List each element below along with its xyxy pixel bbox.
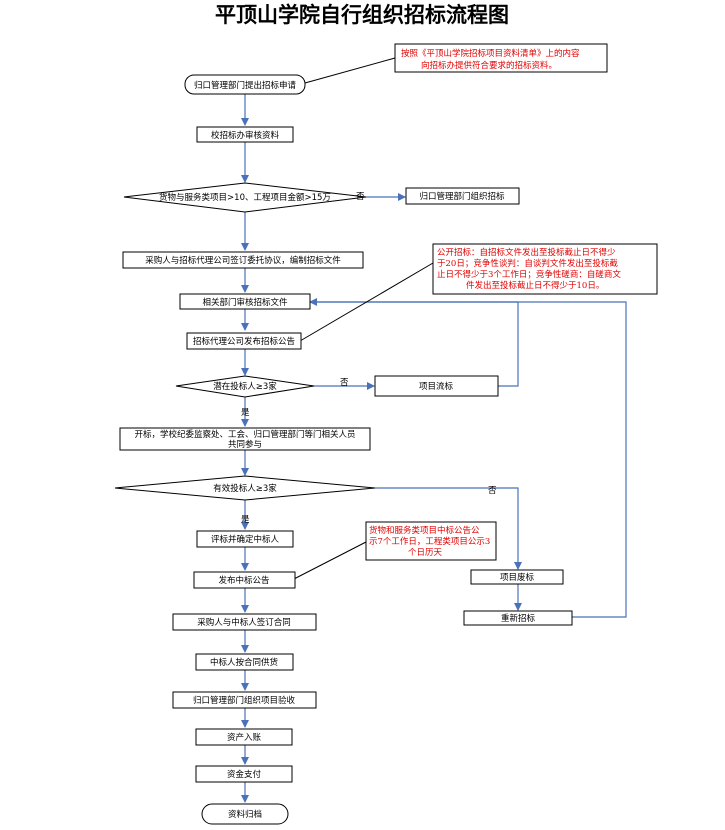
- node-payment-label: 资金支付: [227, 769, 262, 780]
- decision-valid: 有效投标人≥3家: [114, 475, 376, 501]
- note-deadlines: 公开招标：自招标文件发出至投标截止日不得少 于20日；竞争性谈判：自谈判文件发出…: [432, 243, 658, 295]
- process-review: 校招标办审核资料: [196, 126, 294, 143]
- decision-amount: 货物与服务类项目>10、工程项目金额>15万: [123, 182, 367, 213]
- node-publish-winner-label: 发布中标公告: [218, 575, 269, 586]
- process-agreement: 采购人与招标代理公司签订委托协议，编制招标文件: [122, 251, 364, 269]
- note-publicity-line2: 示7个工作日，工程类项目公示3: [369, 536, 490, 547]
- page-title: 平顶山学院自行组织招标流程图: [215, 3, 509, 27]
- label-no-1: 否: [356, 192, 365, 202]
- process-evaluate: 评标并确定中标人: [196, 530, 294, 548]
- callout-lines: [291, 57, 434, 581]
- note-deadlines-line2: 于20日；竞争性谈判：自谈判文件发出至投标截: [437, 258, 618, 269]
- node-rebid-label: 重新招标: [501, 613, 536, 624]
- node-audit-docs-label: 相关部门审核招标文件: [202, 297, 288, 308]
- note-publicity: 货物和服务类项目中标公告公 示7个工作日，工程类项目公示3 个日历天: [365, 521, 497, 561]
- note-deadlines-line1: 公开招标：自招标文件发出至投标截止日不得少: [437, 247, 616, 258]
- process-project-abolish: 项目废标: [470, 569, 564, 585]
- label-yes-1: 是: [241, 408, 250, 418]
- note-materials-line2: 向招标办提供符合要求的招标资料。: [421, 60, 557, 71]
- start-terminal: 归口管理部门提出招标申请: [184, 74, 306, 95]
- label-yes-2: 是: [241, 515, 250, 525]
- process-payment: 资金支付: [195, 765, 293, 783]
- process-publish-winner: 发布中标公告: [193, 571, 296, 589]
- note-publicity-line1: 货物和服务类项目中标公告公: [369, 525, 480, 536]
- label-no-3: 否: [488, 486, 497, 496]
- decision-valid-label: 有效投标人≥3家: [213, 483, 277, 494]
- node-opening-line1: 开标，学校纪委监察处、工会、归口管理部门等门相关人员: [134, 429, 355, 440]
- node-opening-line2: 共同参与: [228, 439, 262, 450]
- process-acceptance: 归口管理部门组织项目验收: [172, 691, 317, 709]
- process-publish-notice: 招标代理公司发布招标公告: [186, 332, 302, 350]
- node-assets-label: 资产入账: [227, 732, 262, 743]
- note-materials-line1: 按照《平顶山学院招标项目资料清单》上的内容: [401, 48, 580, 59]
- process-project-fail: 项目流标: [374, 375, 499, 397]
- process-assets: 资产入账: [195, 728, 293, 746]
- note-deadlines-line4: 件发出至投标截止日不得少于10日。: [466, 280, 604, 291]
- node-evaluate-label: 评标并确定中标人: [211, 534, 280, 545]
- end-terminal: 资料归档: [201, 803, 289, 825]
- node-project-abolish-label: 项目废标: [500, 572, 535, 583]
- process-opening: 开标，学校纪委监察处、工会、归口管理部门等门相关人员 共同参与: [119, 427, 371, 451]
- process-rebid: 重新招标: [463, 610, 573, 626]
- node-review-label: 校招标办审核资料: [211, 130, 280, 141]
- node-archive-label: 资料归档: [228, 809, 262, 820]
- node-project-fail-label: 项目流标: [419, 381, 454, 392]
- node-publish-notice-label: 招标代理公司发布招标公告: [193, 336, 295, 347]
- note-materials: 按照《平顶山学院招标项目资料清单》上的内容 向招标办提供符合要求的招标资料。: [394, 43, 608, 73]
- node-supply-label: 中标人按合同供货: [210, 657, 279, 668]
- node-sign-contract-label: 采购人与中标人签订合同: [197, 617, 291, 628]
- label-no-2: 否: [340, 378, 349, 388]
- process-dept-organize: 归口管理部门组织招标: [405, 187, 520, 205]
- decision-amount-label: 货物与服务类项目>10、工程项目金额>15万: [159, 192, 331, 203]
- connectors: [241, 94, 627, 803]
- process-supply: 中标人按合同供货: [195, 653, 294, 671]
- note-publicity-line3: 个日历天: [408, 548, 443, 558]
- decision-bidders-label: 潜在投标人≥3家: [213, 381, 277, 392]
- node-dept-organize-label: 归口管理部门组织招标: [419, 191, 505, 202]
- process-sign-contract: 采购人与中标人签订合同: [172, 613, 317, 631]
- node-agreement-label: 采购人与招标代理公司签订委托协议，编制招标文件: [145, 255, 341, 266]
- note-deadlines-line3: 止日不得少于3个工作日；竞争性磋商：自磋商文: [437, 269, 621, 280]
- node-apply-label: 归口管理部门提出招标申请: [194, 80, 297, 91]
- node-acceptance-label: 归口管理部门组织项目验收: [193, 695, 296, 706]
- process-audit-docs: 相关部门审核招标文件: [179, 293, 311, 310]
- decision-bidders: 潜在投标人≥3家: [175, 375, 315, 398]
